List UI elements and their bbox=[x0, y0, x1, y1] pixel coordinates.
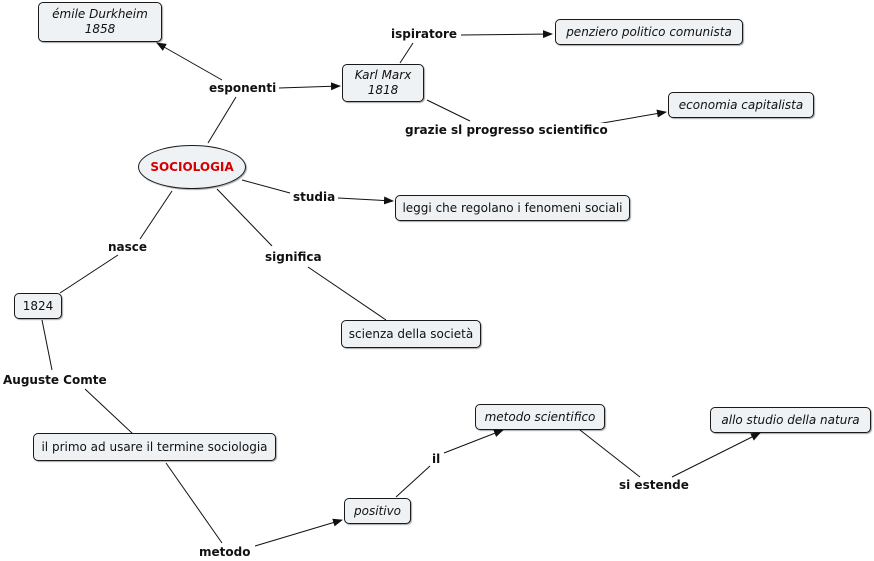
link-significa: significa bbox=[264, 250, 323, 264]
node-natura[interactable]: allo studio della natura bbox=[710, 407, 871, 433]
link-il: il bbox=[431, 452, 442, 466]
node-pensiero[interactable]: penziero politico comunista bbox=[555, 19, 743, 45]
line-sociologia-studia bbox=[241, 179, 291, 194]
link-ispiratore: ispiratore bbox=[390, 27, 459, 41]
node-marx-name: Karl Marx bbox=[354, 68, 412, 82]
node-durkheim[interactable]: émile Durkheim 1858 bbox=[38, 2, 162, 42]
link-grazie: grazie sl progresso scientifico bbox=[404, 123, 609, 137]
node-sociologia-label: SOCIOLOGIA bbox=[150, 159, 234, 174]
node-pensiero-label: penziero politico comunista bbox=[566, 24, 732, 39]
line-ispiratore-pensiero bbox=[460, 30, 553, 39]
node-metodo-scientifico[interactable]: metodo scientifico bbox=[475, 404, 605, 430]
node-positivo[interactable]: positivo bbox=[344, 498, 411, 524]
node-durkheim-year: 1858 bbox=[84, 22, 116, 36]
line-nasce-1824 bbox=[59, 254, 119, 294]
line-1824-comte bbox=[41, 319, 53, 371]
node-positivo-label: positivo bbox=[353, 503, 402, 518]
link-metodo: metodo bbox=[198, 545, 252, 559]
line-grazie-economia bbox=[596, 109, 667, 125]
node-primo-label: il primo ad usare il termine sociologia bbox=[41, 439, 268, 454]
node-leggi[interactable]: leggi che regolano i fenomeni sociali bbox=[395, 195, 630, 221]
link-esponenti: esponenti bbox=[208, 81, 278, 95]
node-economia-label: economia capitalista bbox=[678, 97, 804, 112]
link-studia: studia bbox=[292, 190, 337, 204]
line-studia-leggi bbox=[337, 196, 394, 205]
line-primo-metodo bbox=[165, 462, 223, 544]
line-il-metodo-scientifico bbox=[443, 429, 504, 454]
node-economia[interactable]: economia capitalista bbox=[668, 92, 814, 118]
link-nasce: nasce bbox=[107, 240, 149, 254]
node-scienza[interactable]: scienza della società bbox=[341, 320, 481, 348]
node-durkheim-name: émile Durkheim bbox=[52, 7, 148, 21]
node-1824-label: 1824 bbox=[22, 298, 54, 313]
line-marx-ispiratore bbox=[399, 42, 414, 64]
line-marx-grazie bbox=[426, 99, 471, 122]
node-natura-label: allo studio della natura bbox=[721, 412, 860, 427]
node-marx-year: 1818 bbox=[367, 83, 399, 97]
node-primo[interactable]: il primo ad usare il termine sociologia bbox=[33, 433, 276, 461]
node-leggi-label: leggi che regolano i fenomeni sociali bbox=[402, 200, 623, 215]
line-significa-scienza bbox=[307, 266, 387, 321]
node-1824[interactable]: 1824 bbox=[14, 293, 62, 319]
line-sociologia-significa bbox=[216, 188, 273, 247]
line-metodo-positivo bbox=[254, 518, 343, 547]
line-si-estende-natura bbox=[671, 432, 761, 478]
node-metodo-scientifico-label: metodo scientifico bbox=[484, 409, 596, 424]
line-sociologia-esponenti bbox=[207, 96, 237, 144]
link-si-estende: si estende bbox=[618, 478, 690, 492]
line-esponenti-durkheim bbox=[156, 42, 223, 81]
line-comte-primo bbox=[84, 388, 134, 435]
line-positivo-il bbox=[395, 465, 431, 498]
link-comte: Auguste Comte bbox=[2, 373, 108, 387]
node-scienza-label: scienza della società bbox=[348, 326, 474, 341]
node-marx[interactable]: Karl Marx 1818 bbox=[342, 64, 424, 102]
line-sociologia-nasce bbox=[139, 190, 173, 240]
line-esponenti-marx bbox=[278, 82, 341, 91]
node-sociologia[interactable]: SOCIOLOGIA bbox=[138, 145, 246, 189]
line-metodo-scientifico-si-estende bbox=[579, 429, 641, 478]
